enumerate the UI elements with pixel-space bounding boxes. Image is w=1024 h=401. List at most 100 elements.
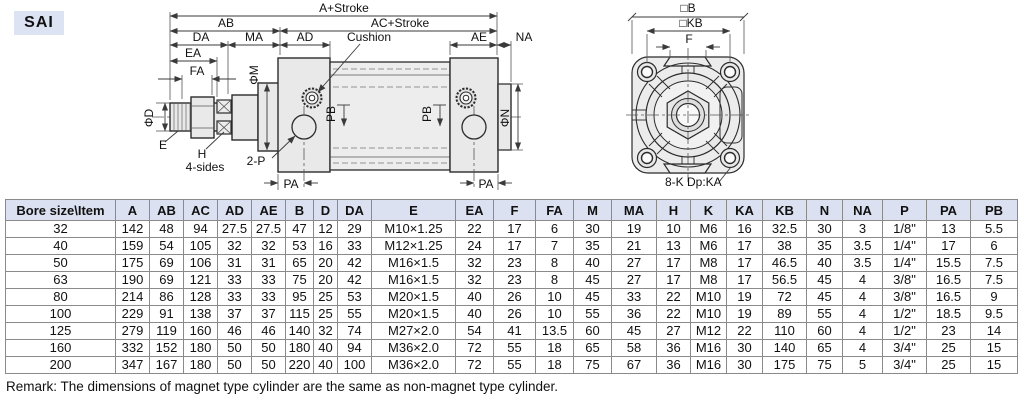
dimension-cell: 180 [285, 339, 314, 357]
dimension-cell: 9 [970, 288, 1018, 306]
bore-size-cell: 200 [5, 356, 116, 374]
dimension-cell: 50 [217, 339, 252, 357]
dimension-cell: 29 [337, 220, 372, 238]
dimension-cell: 69 [149, 254, 184, 272]
dimension-cell: 46.5 [762, 254, 807, 272]
rod-nut [190, 96, 215, 139]
dimension-cell: 55 [337, 305, 372, 323]
dimension-cell: 190 [115, 271, 150, 289]
dim-label-pb-head: PB [324, 106, 338, 122]
label-h: H [198, 147, 207, 161]
dim-label-f: F [685, 32, 692, 46]
dimension-cell: 18.5 [926, 305, 971, 323]
dimension-cell: 60 [573, 322, 612, 340]
dimension-cell: M6 [690, 220, 727, 238]
dimension-cell: 54 [455, 322, 494, 340]
dimension-cell: 100 [337, 356, 372, 374]
dim-label-ma: MA [245, 30, 263, 44]
dimension-cell: 45 [806, 271, 843, 289]
dimension-cell: 32.5 [762, 220, 807, 238]
dimension-cell: 26 [493, 305, 536, 323]
bore-size-cell: 40 [5, 237, 116, 255]
dim-label-phi-n: ΦN [498, 109, 512, 127]
technical-drawing: A+Stroke AB AC+Stroke DA MA AD Cushion A… [142, 1, 750, 191]
bore-size-cell: 63 [5, 271, 116, 289]
dimension-cell: 53 [337, 288, 372, 306]
column-header-k: K [690, 199, 727, 221]
dimension-cell: 48 [149, 220, 184, 238]
column-header-n: N [806, 199, 843, 221]
dimension-cell: 94 [337, 339, 372, 357]
dimension-cell: 23 [926, 322, 971, 340]
dimension-cell: 91 [149, 305, 184, 323]
dimension-cell: M16 [690, 339, 727, 357]
label-e: E [159, 138, 167, 152]
dimension-cell: 24 [455, 237, 494, 255]
dimension-cell: 16 [313, 237, 338, 255]
dimension-cell: 105 [183, 237, 218, 255]
dimension-cell: 86 [149, 288, 184, 306]
dimension-cell: 21 [611, 237, 657, 255]
mounting-leader [718, 166, 732, 183]
dimension-cell: 10 [535, 305, 574, 323]
dimension-cell: 7.5 [970, 271, 1018, 289]
column-header-na: NA [842, 199, 883, 221]
dimension-cell: 30 [573, 220, 612, 238]
column-header-ka: KA [726, 199, 763, 221]
dimension-cell: 58 [611, 339, 657, 357]
dimension-cell: 37 [251, 305, 286, 323]
dimension-cell: 4 [842, 322, 883, 340]
dimension-cell: 55 [493, 356, 536, 374]
port-head [291, 114, 317, 140]
dimension-cell: 45 [573, 271, 612, 289]
dimension-cell: 23 [493, 254, 536, 272]
dimension-cell: 50 [217, 356, 252, 374]
dimension-cell: 347 [115, 356, 150, 374]
dimension-cell: M12×1.25 [371, 237, 456, 255]
mounting-holes [636, 61, 741, 169]
dimension-cell: 56.5 [762, 271, 807, 289]
bore-size-cell: 80 [5, 288, 116, 306]
dimension-cell: 40 [313, 356, 338, 374]
dimension-cell: 20 [313, 254, 338, 272]
dim-label-pb-rear: PB [420, 106, 434, 122]
dimension-cell: 31 [251, 254, 286, 272]
dimension-cell: M12 [690, 322, 727, 340]
dimension-cell: 46 [217, 322, 252, 340]
column-header-d: D [313, 199, 338, 221]
column-header-kb: KB [762, 199, 807, 221]
dimension-cell: 60 [806, 322, 843, 340]
cushion-leader [317, 43, 361, 93]
dimension-cell: 1/8" [882, 220, 927, 238]
dimension-cell: 53 [285, 237, 314, 255]
dimension-cell: 41 [493, 322, 536, 340]
dim-label-na: NA [516, 30, 533, 44]
column-header-f: F [493, 199, 536, 221]
dimension-cell: 15 [970, 339, 1018, 357]
dimension-cell: 47 [285, 220, 314, 238]
cushion-label: Cushion [347, 30, 391, 44]
dimension-cell: 75 [285, 271, 314, 289]
label-4-sides: 4-sides [186, 160, 225, 174]
rod-gland [231, 94, 259, 141]
dimension-cell: 19 [611, 220, 657, 238]
dimension-cell: 23 [493, 271, 536, 289]
dimension-cell: 17 [926, 237, 971, 255]
dimension-cell: M8 [690, 254, 727, 272]
dimension-cell: 3.5 [842, 254, 883, 272]
dimension-cell: 18 [535, 339, 574, 357]
dimension-cell: 8 [535, 254, 574, 272]
dimension-cell: 95 [285, 288, 314, 306]
dimension-cell: 22 [726, 322, 763, 340]
dimension-cell: 33 [251, 288, 286, 306]
column-header-pb: PB [970, 199, 1018, 221]
dimension-cell: 69 [149, 271, 184, 289]
